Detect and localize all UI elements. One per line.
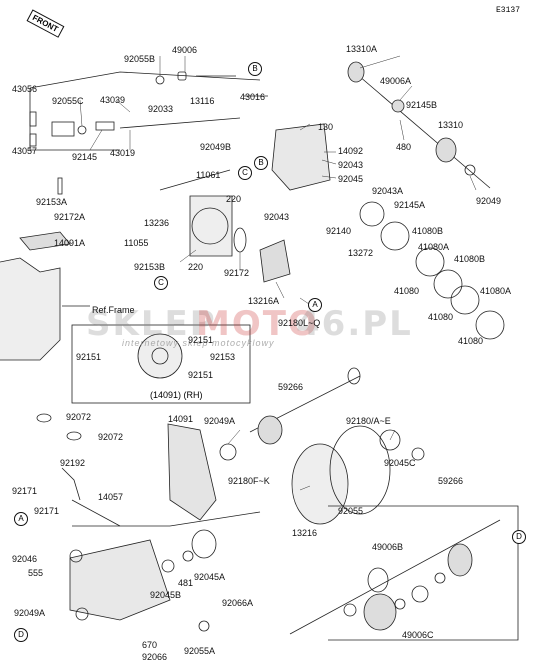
part-label: 41080A	[480, 286, 512, 296]
part-label: 14091	[168, 414, 194, 424]
part-label: 59266	[278, 382, 304, 392]
part-label: 92055B	[124, 54, 156, 64]
part-label: 13272	[348, 248, 374, 258]
callout-c: C	[238, 166, 252, 180]
group-line-43016	[29, 71, 261, 89]
part-label: 92172	[224, 268, 250, 278]
part-label: 92045C	[384, 458, 416, 468]
part-label: 92049A	[204, 416, 236, 426]
callout-d: D	[512, 530, 526, 544]
part-label: 92043A	[372, 186, 404, 196]
callout-d: D	[14, 628, 28, 642]
part-label: 92043	[264, 212, 290, 222]
part-label: 92045	[338, 174, 364, 184]
callout-b: B	[254, 156, 268, 170]
part-label: 92172A	[54, 212, 86, 222]
part-label: 41080B	[412, 226, 444, 236]
part-label: 92151	[188, 335, 214, 345]
part-label: 13310	[438, 120, 464, 130]
part-label: 92049B	[200, 142, 232, 152]
part-label: 92043	[338, 160, 364, 170]
part-label: 555	[28, 568, 44, 578]
part-label: 92140	[326, 226, 352, 236]
part-label: 92049	[476, 196, 502, 206]
part-label: 41080B	[454, 254, 486, 264]
part-label: 92153A	[36, 197, 68, 207]
part-label: 92049A	[14, 608, 46, 618]
part-label: 92180L~Q	[278, 318, 321, 328]
part-label: 92045A	[194, 572, 226, 582]
part-label: 41080	[428, 312, 454, 322]
callout-a: A	[14, 512, 28, 526]
part-label: 92066	[142, 652, 168, 662]
part-label: 92055A	[184, 646, 216, 656]
part-label: 92055	[338, 506, 364, 516]
part-label: 92145A	[394, 200, 426, 210]
part-label: 92045B	[150, 590, 182, 600]
part-label: 49006C	[402, 630, 434, 640]
part-label: 49006A	[380, 76, 412, 86]
part-label: 92153	[210, 352, 236, 362]
part-label: 13216	[292, 528, 318, 538]
part-label: 43016	[240, 92, 266, 102]
diagram-code: E3137	[496, 6, 521, 15]
part-label: 92192	[60, 458, 86, 468]
part-label: 92153B	[134, 262, 166, 272]
part-label: 43019	[110, 148, 136, 158]
callout-a: A	[308, 298, 322, 312]
part-label: 92151	[76, 352, 102, 362]
part-label: 130	[318, 122, 334, 132]
watermark-subtitle: internetowy sklep motocyklowy	[122, 338, 275, 348]
part-label: 13216A	[248, 296, 280, 306]
callout-c: C	[154, 276, 168, 290]
part-label: 92072	[66, 412, 92, 422]
callout-b: B	[248, 62, 262, 76]
part-label: 13116	[190, 96, 215, 106]
part-label: 43039	[100, 95, 126, 105]
part-label: 49006B	[372, 542, 404, 552]
part-label: 41080	[458, 336, 484, 346]
part-label: 11055	[124, 238, 149, 248]
part-label: 92055C	[52, 96, 84, 106]
watermark-part1: SKLEP	[86, 304, 217, 344]
inset-title: (14091) (RH)	[150, 390, 203, 400]
part-label: 59266	[438, 476, 464, 486]
part-label: 13310A	[346, 44, 378, 54]
part-label: 92180/A~E	[346, 416, 391, 426]
part-label: 220	[226, 194, 242, 204]
part-label: 49006	[172, 45, 198, 55]
part-label: 11061	[196, 170, 221, 180]
part-label: 13236	[144, 218, 170, 228]
part-label: 92033	[148, 104, 174, 114]
part-label: 92072	[98, 432, 124, 442]
watermark-part2: MOTO	[196, 304, 319, 344]
part-label: 670	[142, 640, 158, 650]
part-label: 92180F~K	[228, 476, 270, 486]
part-label: 92046	[12, 554, 38, 564]
part-label: 480	[396, 142, 412, 152]
part-label: 92066A	[222, 598, 254, 608]
part-label: 92171	[34, 506, 60, 516]
part-label: 43057	[12, 146, 38, 156]
part-label: 14091A	[54, 238, 86, 248]
part-label: 92145	[72, 152, 98, 162]
ref-frame-label: Ref.Frame	[92, 305, 135, 315]
part-label: 220	[188, 262, 204, 272]
part-label: 41080	[394, 286, 420, 296]
part-label: 92171	[12, 486, 38, 496]
part-label: 14057	[98, 492, 124, 502]
part-label: 43056	[12, 84, 38, 94]
part-label: 14092	[338, 146, 364, 156]
part-label: 92151	[188, 370, 214, 380]
part-label: 92145B	[406, 100, 438, 110]
part-label: 41080A	[418, 242, 450, 252]
part-label: 481	[178, 578, 194, 588]
